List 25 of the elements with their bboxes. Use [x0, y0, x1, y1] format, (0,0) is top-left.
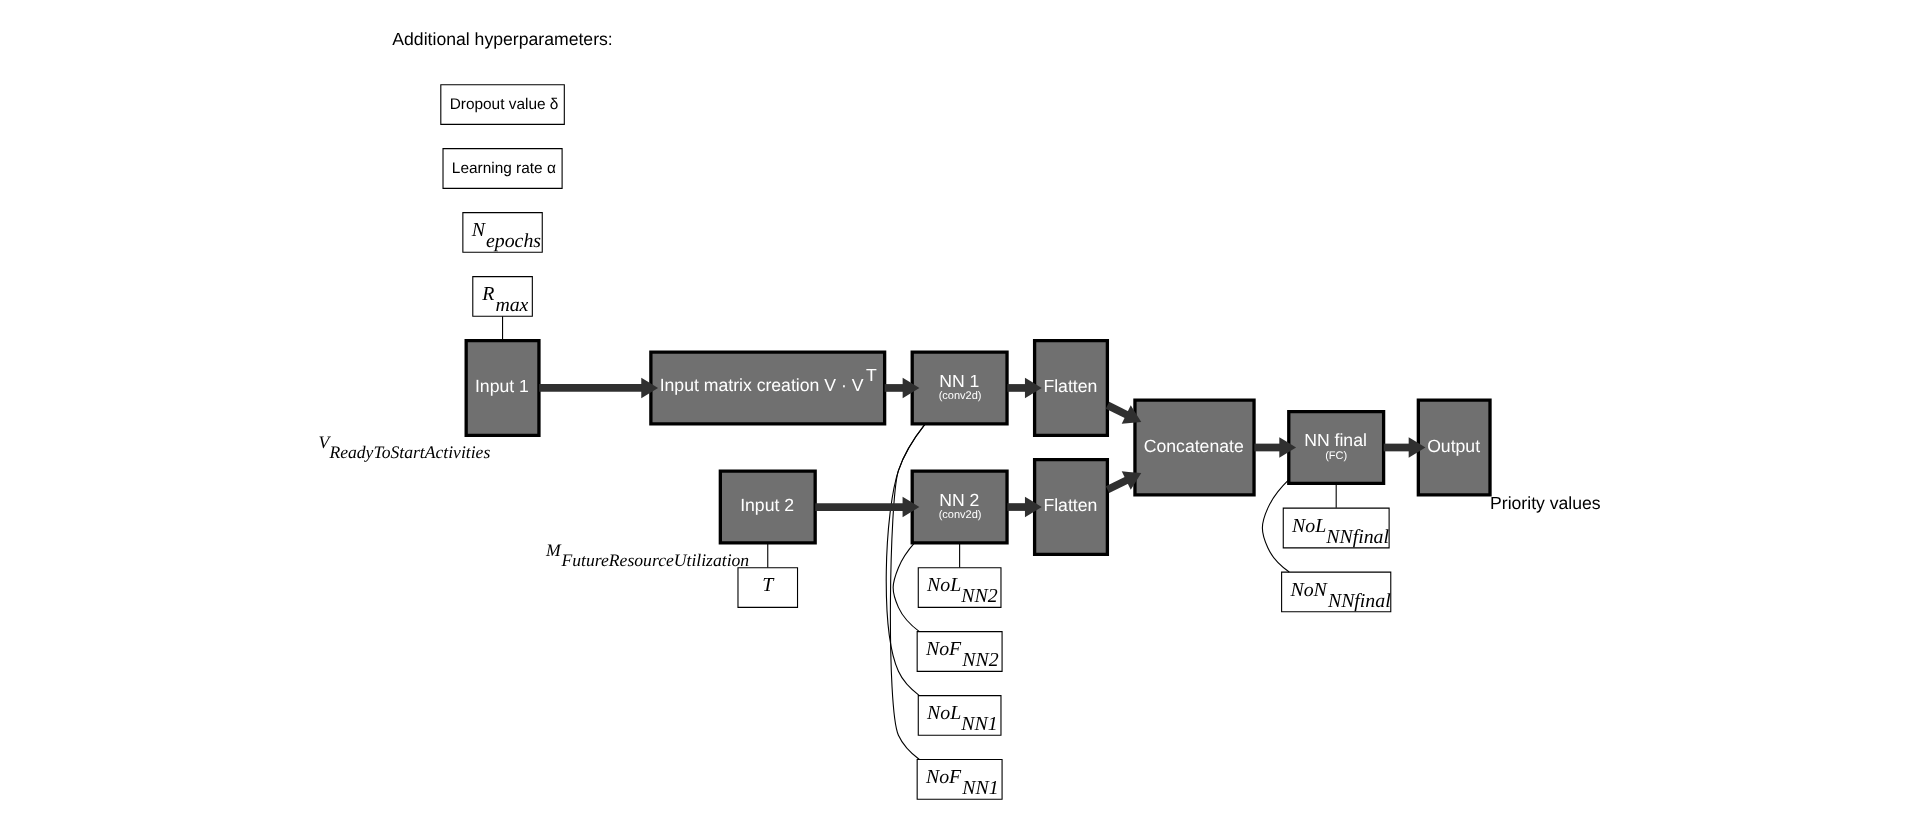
node-box: Concatenate — [1132, 398, 1255, 497]
arrow — [814, 496, 919, 518]
node-box: Input 1 — [463, 338, 540, 437]
node-box: Flatten — [1031, 338, 1109, 437]
node-box: T — [736, 567, 798, 608]
arrow — [1253, 437, 1296, 458]
node-box: Flatten — [1031, 457, 1109, 557]
arrow — [1006, 377, 1041, 399]
arrow — [1382, 437, 1425, 458]
node-box: Input 2 — [717, 469, 816, 545]
arrow — [1006, 496, 1041, 518]
arrow — [1104, 471, 1141, 494]
arrow — [883, 377, 919, 399]
connector — [958, 542, 960, 568]
connector — [891, 542, 919, 633]
label: Additional hyperparameters: — [391, 28, 612, 49]
connector — [501, 315, 503, 341]
arrow — [1104, 401, 1141, 424]
connector — [1334, 482, 1336, 509]
connector — [1260, 479, 1289, 573]
node-label: Priority values — [1489, 493, 1600, 514]
arrow — [538, 377, 658, 399]
node-box: Output — [1415, 398, 1491, 497]
connector — [888, 423, 925, 761]
connector — [766, 542, 768, 568]
